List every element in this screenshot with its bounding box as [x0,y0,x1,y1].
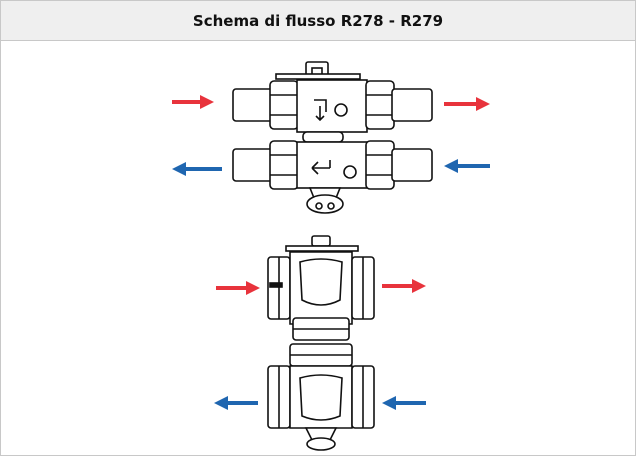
return-union-valve [232,140,433,214]
return-threaded-valve [267,343,375,451]
arrow-out-right-bottom [382,279,426,293]
arrow-return-left-bottom-right [382,396,426,410]
supply-union-valve [232,61,433,143]
arrow-in-right-bottom [216,281,260,295]
arrow-out-right-top [444,97,490,111]
lower-valve-assembly [267,235,375,451]
arrow-return-left-top-right [444,159,490,173]
arrow-return-left-top-left [172,162,222,176]
upper-valve-assembly [232,61,433,214]
arrow-in-right-top [172,95,214,109]
upper-flow-arrows [172,95,490,176]
supply-threaded-valve [267,235,375,341]
panel-title: Schema di flusso R278 - R279 [192,11,444,30]
panel-header: Schema di flusso R278 - R279 [1,1,635,41]
lower-flow-arrows [214,279,426,410]
arrow-return-left-bottom-left [214,396,258,410]
flow-diagram [172,61,490,451]
